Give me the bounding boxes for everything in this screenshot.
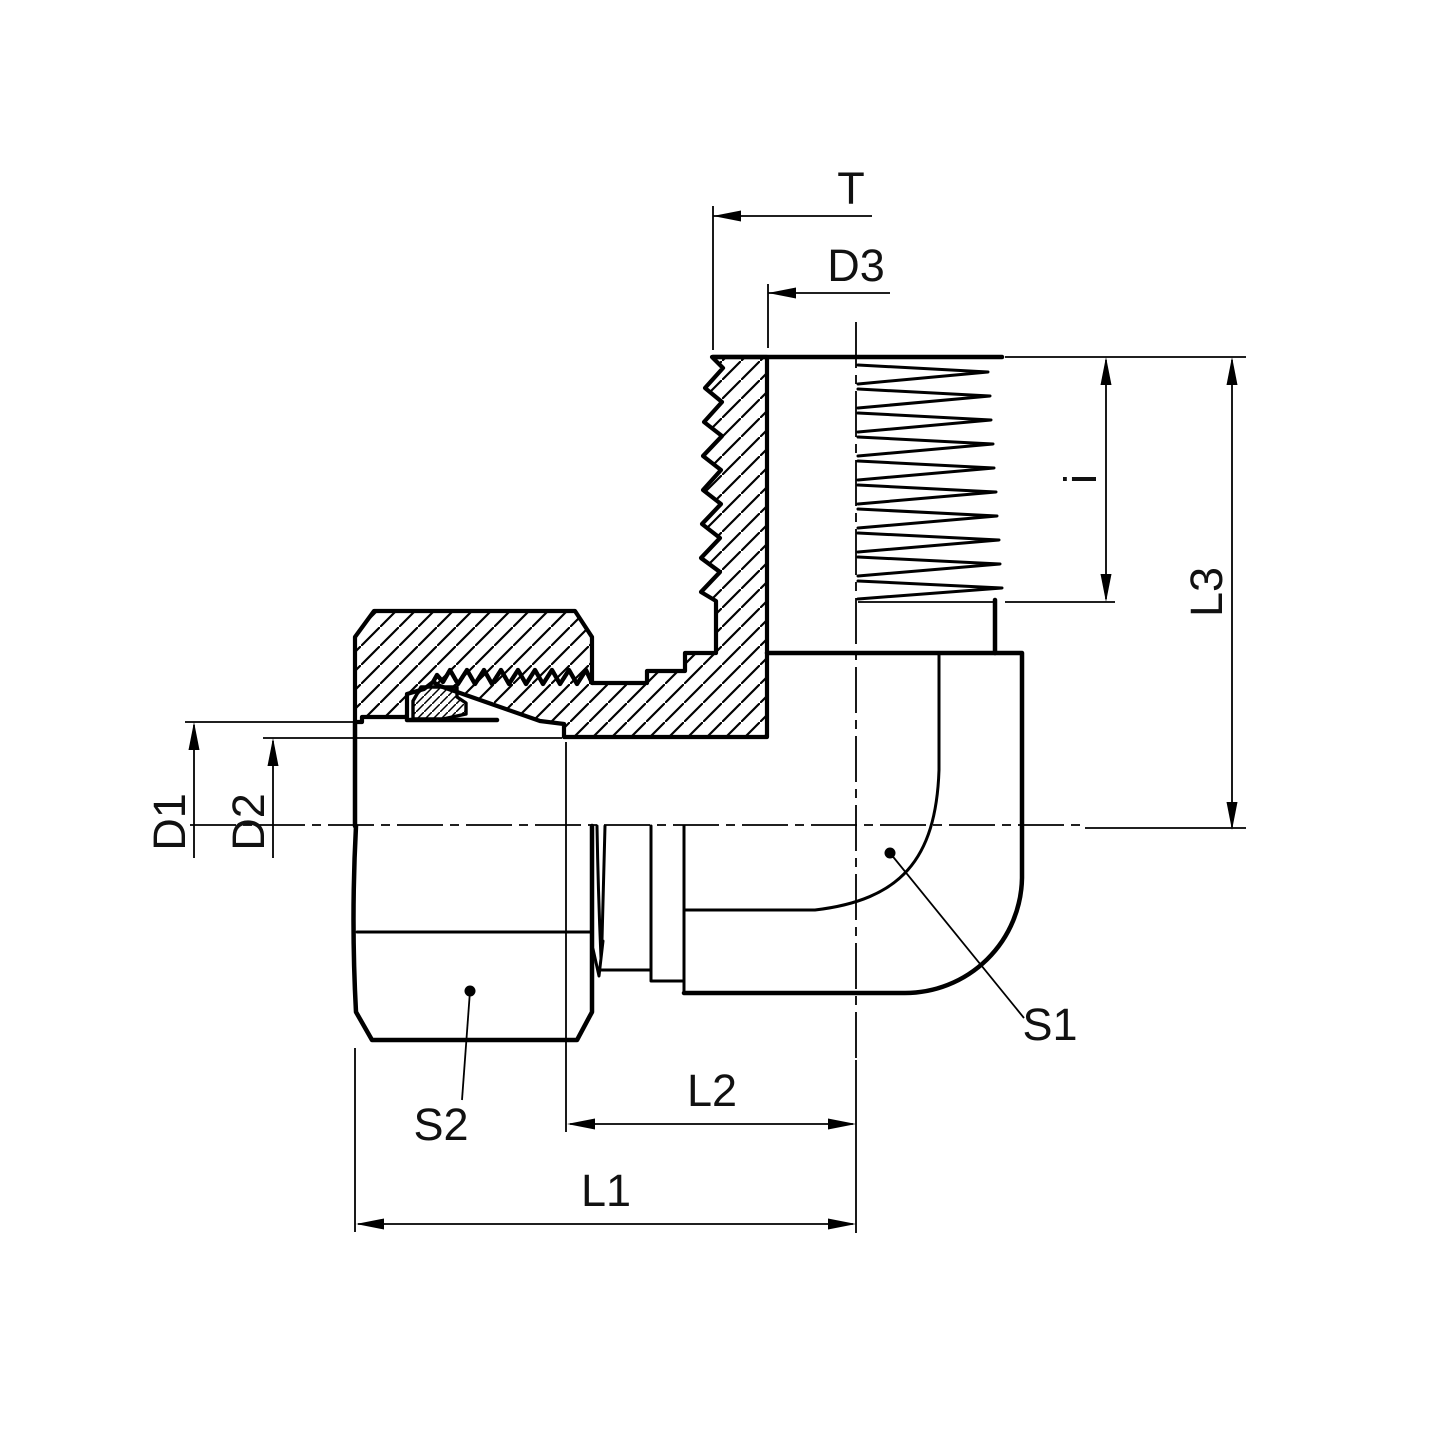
dimension-label-l2: L2 <box>687 1065 737 1116</box>
dimension-label-i: i <box>1055 474 1106 484</box>
dimension-label-l3: L3 <box>1181 567 1232 617</box>
label-s2: S2 <box>413 1099 468 1150</box>
dimensions: T D3 i L3 D1 D2 L2 <box>144 163 1246 1232</box>
d1-arrowhead <box>188 722 200 750</box>
body-section <box>430 354 770 740</box>
l2-arrowhead-left <box>567 1118 595 1130</box>
l3-arrowhead-bottom <box>1226 802 1238 830</box>
ferrule-section <box>411 685 468 721</box>
label-s1: S1 <box>1022 999 1077 1050</box>
l3-arrowhead-top <box>1226 357 1238 385</box>
body-outlines <box>351 354 1025 1043</box>
elbow-block-outline <box>681 650 1025 996</box>
s2-leader-line <box>461 990 471 1101</box>
section-hatching <box>352 354 770 740</box>
boss-blend-curve <box>683 651 941 912</box>
dimension-label-d3: D3 <box>827 240 885 291</box>
s1-leader-line <box>889 852 1025 1019</box>
t-arrowhead <box>713 210 741 222</box>
nut-hex-outline <box>351 823 595 1043</box>
l1-arrowhead-right <box>828 1218 856 1230</box>
l2-arrowhead-right <box>828 1118 856 1130</box>
dimension-label-d2: D2 <box>223 793 274 851</box>
d2-arrowhead <box>267 738 279 766</box>
male-thread-crests <box>856 363 1004 601</box>
dimension-label-t: T <box>837 163 865 214</box>
i-arrowhead-top <box>1100 357 1112 385</box>
dimension-label-d1: D1 <box>144 793 195 851</box>
i-arrowhead-bottom <box>1100 574 1112 602</box>
l1-arrowhead-left <box>356 1218 384 1230</box>
d3-arrowhead <box>768 287 796 299</box>
centerlines <box>190 322 1085 1233</box>
leader-callouts: S1 S2 <box>413 847 1078 1150</box>
nut-back-cone <box>591 824 607 978</box>
shoulder-steps <box>599 824 686 995</box>
dimension-label-l1: L1 <box>581 1165 631 1216</box>
nut-section <box>352 608 595 725</box>
